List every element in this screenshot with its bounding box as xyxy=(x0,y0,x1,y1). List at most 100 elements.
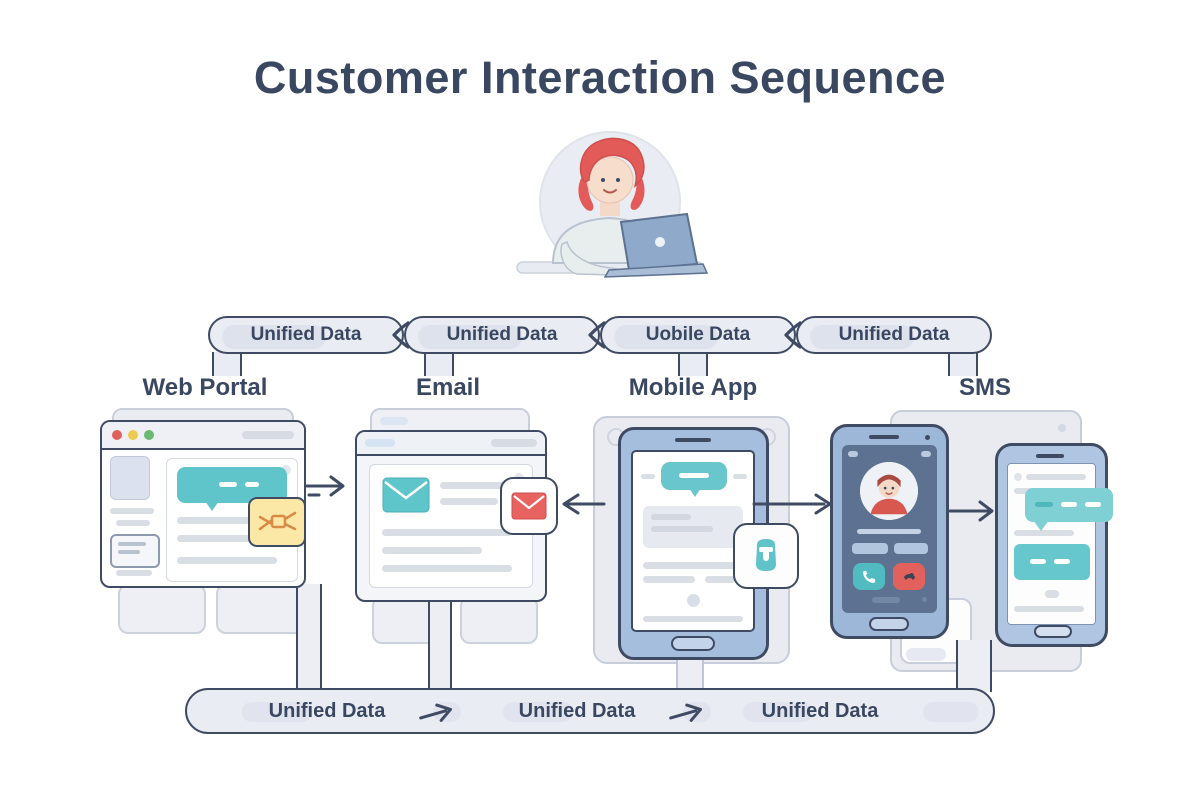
home-button xyxy=(671,636,715,651)
placeholder-line xyxy=(177,557,277,564)
phone-answer-icon xyxy=(862,570,875,583)
placeholder-line xyxy=(643,562,735,569)
pill-highlight xyxy=(418,325,522,349)
placeholder-dot xyxy=(281,465,291,475)
content-block xyxy=(643,506,743,548)
tablet-speaker xyxy=(675,438,711,442)
placeholder-line xyxy=(1026,474,1086,480)
phone-decline-icon xyxy=(903,572,915,581)
call-option-pill xyxy=(852,543,888,554)
bubble-text-dash xyxy=(1030,559,1046,564)
page-title: Customer Interaction Sequence xyxy=(253,52,947,103)
deco-pill xyxy=(906,648,946,661)
email-alert-badge xyxy=(500,477,558,535)
placeholder-line xyxy=(110,508,154,514)
data-pipe-stub xyxy=(678,352,708,376)
bubble-text-dash xyxy=(1054,559,1070,564)
placeholder-line xyxy=(733,474,747,479)
flow-arrow-right-icon xyxy=(419,703,452,722)
placeholder-line xyxy=(177,517,277,524)
data-pipe-stub xyxy=(212,352,242,376)
window-titlebar xyxy=(357,432,545,456)
sidebar-thumbnail xyxy=(110,456,150,500)
placeholder-line xyxy=(651,526,713,532)
placeholder-line xyxy=(1014,530,1074,536)
pill-highlight xyxy=(810,325,914,349)
placeholder-line xyxy=(177,535,257,542)
chat-bubble-icon xyxy=(1025,488,1113,531)
camera-dot xyxy=(925,435,930,440)
data-tube xyxy=(676,656,704,692)
chevron-left-icon xyxy=(392,321,410,349)
deco-pill xyxy=(503,702,573,722)
caller-name-line xyxy=(857,529,921,534)
chat-bubble-icon xyxy=(661,462,727,497)
alert-badge xyxy=(248,497,306,547)
placeholder-dot xyxy=(687,594,700,607)
bubble-tail xyxy=(1033,520,1049,531)
placeholder-line xyxy=(116,570,152,576)
caller-avatar xyxy=(860,462,918,520)
flow-arrow-right-icon xyxy=(669,703,702,722)
placeholder-line xyxy=(651,514,691,520)
data-pipe-stub xyxy=(424,352,454,376)
placeholder-line xyxy=(382,547,482,554)
titlebar-pill xyxy=(380,417,408,425)
window-leg xyxy=(460,596,538,644)
bubble-tail xyxy=(205,501,219,511)
pill-highlight xyxy=(614,325,718,349)
placeholder-dot xyxy=(922,597,927,602)
placeholder-line xyxy=(382,565,512,572)
data-tube xyxy=(296,584,322,692)
flow-arrow-right-icon xyxy=(948,500,994,522)
traffic-light-yellow-icon xyxy=(128,430,138,440)
placeholder-line xyxy=(643,616,743,622)
bubble-tail xyxy=(689,488,701,497)
home-button xyxy=(1034,625,1072,638)
tablet-device xyxy=(618,427,769,660)
flow-arrow-right-icon xyxy=(305,475,345,497)
deco-pill xyxy=(242,702,312,722)
placeholder-dot xyxy=(1014,473,1022,481)
bubble-text-dash xyxy=(1061,502,1077,507)
placeholder-line xyxy=(440,498,498,505)
traffic-light-red-icon xyxy=(112,430,122,440)
call-screen xyxy=(842,445,937,613)
phone-speaker xyxy=(869,435,899,439)
call-phone xyxy=(830,424,949,639)
woman-at-laptop-icon xyxy=(516,131,709,278)
data-tube xyxy=(956,640,992,692)
envelope-alert-icon xyxy=(511,492,547,520)
window-leg xyxy=(216,584,304,634)
bottom-bar-label: Unified Data xyxy=(268,699,386,722)
laptop-icon xyxy=(603,212,709,278)
placeholder-line xyxy=(118,550,140,554)
placeholder-line xyxy=(1014,606,1084,612)
status-glyph xyxy=(848,451,858,457)
unified-data-pill: Unified Data xyxy=(796,316,992,354)
phone-speaker xyxy=(1036,454,1064,458)
sidebar-widget xyxy=(110,534,160,568)
bottom-bar-label: Unified Data xyxy=(761,699,879,722)
window-leg xyxy=(118,584,206,634)
placeholder-line xyxy=(872,597,900,603)
bubble-text-dash xyxy=(1035,502,1053,507)
notification-badge xyxy=(733,523,799,589)
channel-label-sms: SMS xyxy=(958,374,1012,401)
placeholder-line xyxy=(1045,590,1059,598)
bubble-text-dash xyxy=(679,473,709,478)
placeholder-line xyxy=(382,529,512,536)
pill-label: Unified Data xyxy=(838,324,950,345)
bubble-text-dash xyxy=(219,482,237,487)
flow-arrow-right-icon xyxy=(752,493,832,515)
unified-data-pill: Unified Data xyxy=(404,316,600,354)
traffic-light-green-icon xyxy=(144,430,154,440)
deco-pill xyxy=(923,702,979,722)
alert-scribble-icon xyxy=(258,511,297,531)
placeholder-line xyxy=(118,542,146,546)
placeholder-line xyxy=(705,576,735,583)
chevron-left-icon xyxy=(588,321,606,349)
placeholder-line xyxy=(641,474,655,479)
status-glyph xyxy=(921,451,931,457)
flow-arrow-left-icon xyxy=(562,493,606,515)
